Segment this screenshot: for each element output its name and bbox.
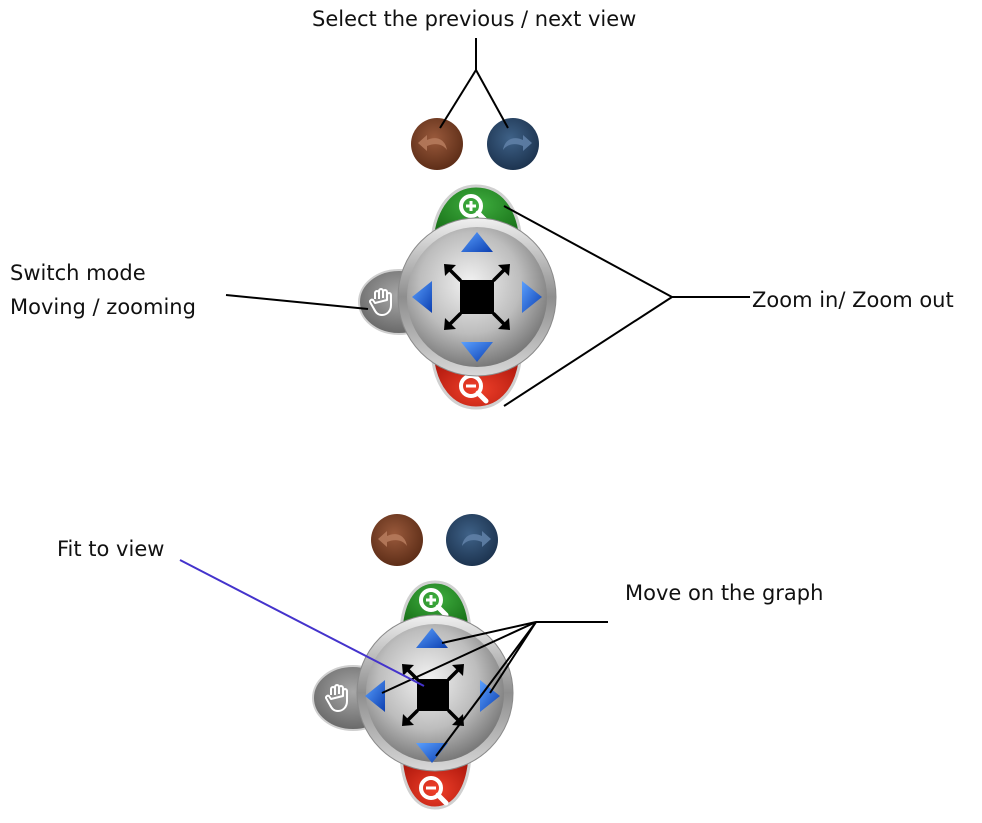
previous-view-button[interactable] xyxy=(411,118,463,170)
navigation-control-bottom xyxy=(312,514,545,810)
back-arrow-icon xyxy=(378,531,407,547)
label-switch-mode-2: Moving / zooming xyxy=(10,295,196,319)
arrow-up-icon[interactable] xyxy=(461,232,493,252)
label-switch-mode-1: Switch mode xyxy=(10,261,146,285)
arrow-down-icon[interactable] xyxy=(461,342,493,362)
back-arrow-icon xyxy=(418,135,447,151)
forward-arrow-icon xyxy=(462,531,491,547)
next-view-button[interactable] xyxy=(487,118,539,170)
next-view-button-2[interactable] xyxy=(446,514,498,566)
previous-view-button-2[interactable] xyxy=(371,514,423,566)
arrow-left-icon[interactable] xyxy=(365,680,385,712)
label-fit-to-view: Fit to view xyxy=(57,537,165,561)
navigation-control-top xyxy=(358,118,587,410)
label-prev-next: Select the previous / next view xyxy=(312,7,637,31)
zoom-out-icon xyxy=(419,776,449,806)
arrow-left-icon[interactable] xyxy=(412,281,432,313)
label-zoom: Zoom in/ Zoom out xyxy=(752,288,954,312)
label-move: Move on the graph xyxy=(625,581,824,605)
forward-arrow-icon xyxy=(503,135,532,151)
hand-icon xyxy=(369,288,392,316)
